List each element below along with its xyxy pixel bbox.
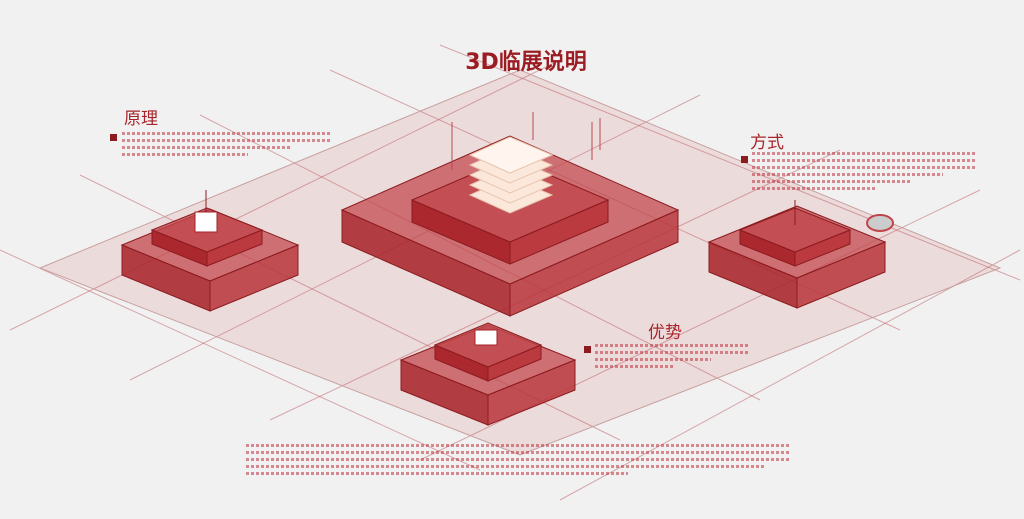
bullet-icon — [110, 134, 117, 141]
oval-icon — [866, 214, 894, 232]
grid-icon — [194, 211, 218, 233]
section-label-method: 方式 — [750, 133, 784, 153]
right-tier-top-face — [738, 207, 852, 253]
section-label-advantage: 优势 — [648, 323, 682, 343]
section-label-principle: 原理 — [124, 109, 158, 129]
shop-icon — [474, 329, 498, 346]
floor-outline — [38, 69, 1002, 456]
page-title: 3D临展说明 — [465, 50, 587, 75]
grid-line — [0, 249, 481, 471]
bullet-icon — [584, 346, 591, 353]
method-text-block — [752, 152, 977, 194]
grid-line — [9, 59, 561, 331]
cake-icon — [468, 136, 554, 174]
grid-line — [439, 44, 1021, 281]
summary-text-block — [246, 444, 791, 479]
bullet-icon — [741, 156, 748, 163]
principle-text-block — [122, 132, 332, 160]
advantage-text-block — [595, 344, 750, 372]
